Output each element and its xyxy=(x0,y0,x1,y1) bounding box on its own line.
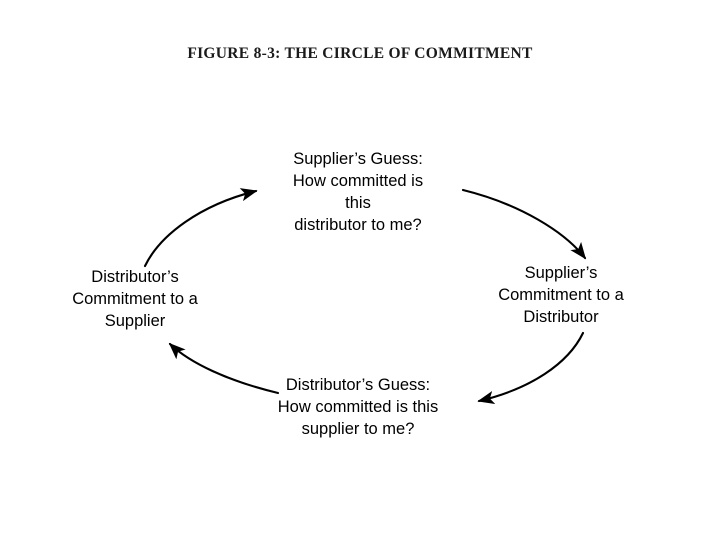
arrow-left-to-top xyxy=(143,188,258,268)
node-line: this xyxy=(345,194,371,212)
node-line: Commitment to a xyxy=(72,290,198,308)
arrow-bottom-to-left xyxy=(168,342,280,395)
arrow-right-to-bottom xyxy=(477,331,585,405)
node-line: distributor to me? xyxy=(294,216,422,234)
node-line: Supplier xyxy=(104,312,166,330)
node-line: How committed is this xyxy=(277,398,439,416)
node-label-distributors-commitment: Distributor’s Commitment to a Supplier xyxy=(62,266,208,332)
node-label-suppliers-guess: Supplier’s Guess: How committed is this … xyxy=(258,148,458,236)
node-line: Supplier’s xyxy=(524,264,598,282)
node-line: Supplier’s Guess: xyxy=(293,150,423,168)
node-line: Commitment to a xyxy=(498,286,624,304)
arrow-top-to-right xyxy=(461,188,587,260)
node-label-distributors-guess: Distributor’s Guess: How committed is th… xyxy=(258,374,458,440)
node-line: Distributor’s Guess: xyxy=(285,376,431,394)
node-line: Distributor xyxy=(523,308,599,326)
node-label-suppliers-commitment: Supplier’s Commitment to a Distributor xyxy=(478,262,644,328)
node-line: Distributor’s xyxy=(91,268,179,286)
node-line: supplier to me? xyxy=(301,420,415,438)
node-line: How committed is xyxy=(292,172,424,190)
figure-title: FIGURE 8-3: THE CIRCLE OF COMMITMENT xyxy=(187,45,533,62)
